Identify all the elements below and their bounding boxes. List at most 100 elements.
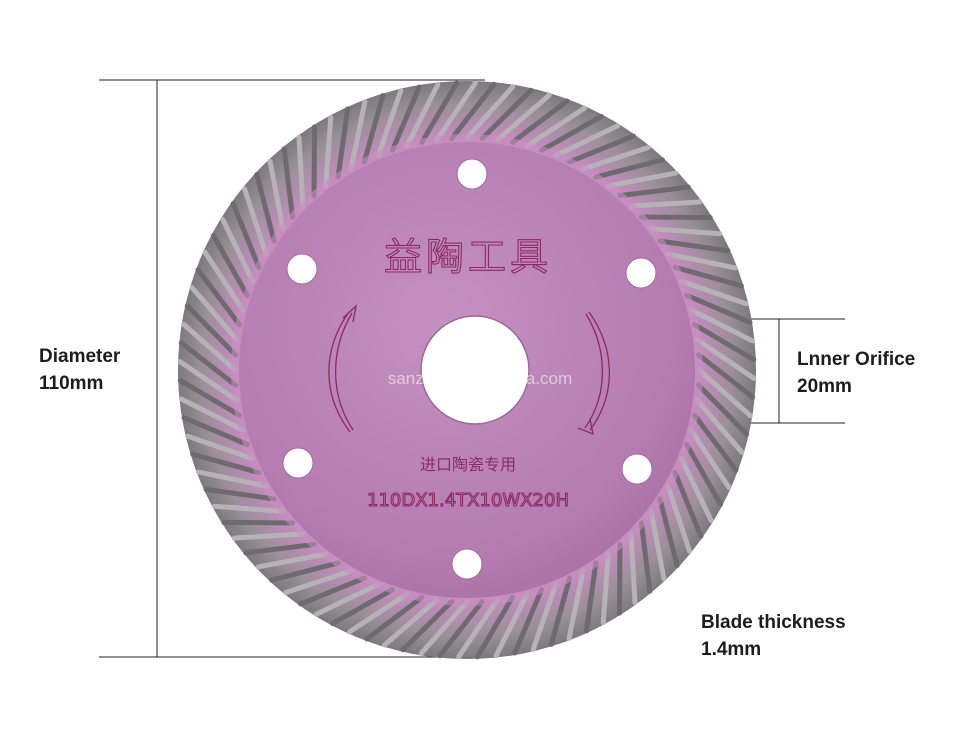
turbo-segment [696,352,756,400]
turbo-segment [539,113,604,153]
turbo-segment [628,531,638,606]
hole-upper-right [625,257,657,289]
turbo-segment [330,587,395,627]
turbo-segment [185,433,256,462]
turbo-segment [449,81,497,141]
turbo-segment [375,88,404,159]
turbo-segment [181,321,238,373]
turbo-segment [364,595,425,642]
watermark-text: sanzong.en.alibaba.com [388,369,572,388]
diameter-title: Diameter [39,346,121,367]
turbo-segment [283,568,354,596]
turbo-segment [494,92,552,143]
turbo-segment [583,560,599,634]
spec-text: 110DX1.4TX10WX20H [367,490,569,511]
turbo-segment [211,503,286,514]
turbo-segment [255,551,329,570]
orifice-value: 20mm [797,376,852,397]
turbo-segment [181,415,250,448]
turbo-segment [616,541,623,616]
turbo-segment [524,105,587,149]
turbo-segment [617,184,691,199]
turbo-segment [335,106,351,180]
turbo-segment [600,551,611,626]
turbo-segment [184,303,238,358]
arbor-hole [420,315,530,425]
turbo-segment [419,80,460,145]
turbo-segments [177,80,757,660]
right-arrow [577,311,611,436]
turbo-segment [580,144,651,172]
turbo-segment [474,595,515,660]
turbo-segment [348,99,368,172]
turbo-segment [512,587,545,656]
turbo-segment [692,322,757,363]
turbo-segment [665,251,738,271]
turbo-segment [313,581,381,617]
turbo-segment [566,568,586,641]
turbo-segment [553,123,621,159]
thickness-title: Blade thickness [701,612,846,633]
turbo-segment [657,238,731,254]
turbo-segment [678,456,714,524]
hole-upper-left [286,253,318,285]
turbo-segment [267,158,286,232]
left-arrow [328,304,358,433]
turbo-segment [241,186,269,257]
brand-text: 益陶工具 [384,235,552,279]
turbo-segment [231,531,306,541]
turbo-segment [694,337,757,381]
rotation-arrows [328,304,611,436]
turbo-segment [298,575,367,607]
thickness-label: Blade thickness 1.4mm [701,609,846,663]
usage-text: 进口陶瓷专用 [420,455,516,474]
turbo-segment [203,486,277,502]
turbo-segment [269,560,341,583]
diameter-value: 110mm [39,373,104,394]
turbo-segment [177,377,242,418]
turbo-segment [311,124,318,199]
turbo-segment [638,520,653,594]
turbo-segment [220,216,256,284]
turbo-segment [479,87,534,141]
turbo-segment [190,451,262,476]
turbo-segment [678,278,749,307]
turbo-segment [323,114,334,189]
turbo-segment [692,412,739,473]
turbo-segment [195,267,242,328]
turbo-segment [464,84,516,141]
turbo-segment [389,84,422,153]
turbo-segment [696,382,750,437]
turbo-segment [437,599,485,659]
turbo-segment [672,470,704,539]
orifice-label: Lnner Orifice 20mm [797,346,915,400]
turbo-segment [400,599,455,653]
hole-lower-right [621,453,653,485]
turbo-segment [696,367,753,419]
turbo-segment [230,201,262,270]
turbo-segment [548,575,573,647]
turbo-segment [178,396,246,433]
turbo-segment [648,508,667,582]
turbo-segment [361,93,386,165]
turbo-segment [672,264,744,289]
turbo-segment [434,80,478,143]
turbo-segment [254,172,277,244]
diameter-label: Diameter 110mm [39,343,120,397]
turbo-segment [418,599,470,656]
turbo-segment [530,581,559,652]
turbo-segment [688,307,756,344]
turbo-segment [202,250,246,313]
orifice-title: Lnner Orifice [797,349,916,370]
cooling-holes [282,158,657,580]
turbo-segment [593,157,665,180]
turbo-segment [493,591,530,659]
turbo-segment [177,359,240,403]
turbo-segment [605,170,679,189]
turbo-segment [509,98,570,145]
turbo-segment [281,146,296,220]
turbo-segment [404,81,441,149]
turbo-segment [648,226,723,237]
